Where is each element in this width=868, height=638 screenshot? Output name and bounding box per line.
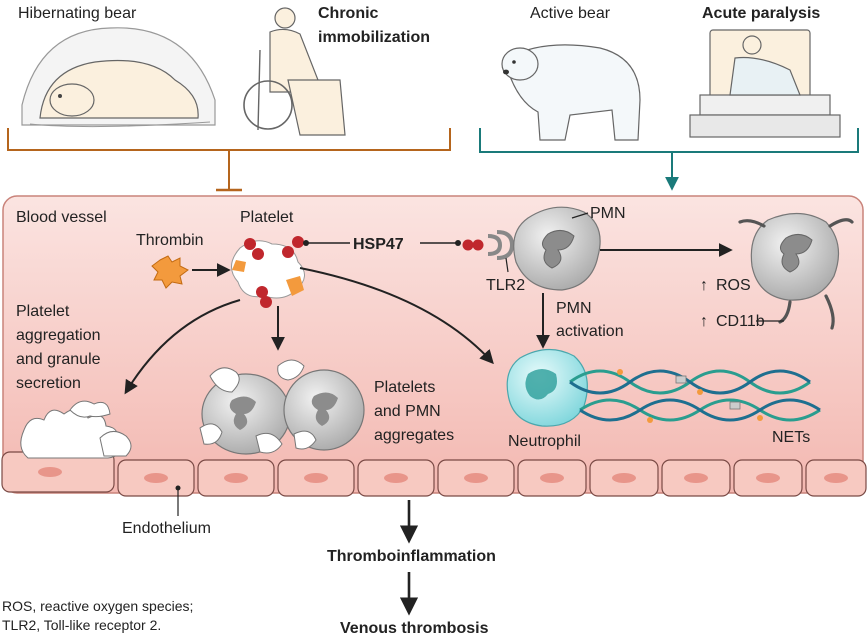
endothelium-label: Endothelium: [122, 520, 211, 537]
activate-bracket: [479, 128, 859, 153]
aggregation-label-1: Platelet: [16, 303, 70, 320]
footnote-line-1: ROS, reactive oxygen species;: [2, 598, 194, 614]
pmn-label: PMN: [590, 205, 626, 222]
activated-pmn-cell: [738, 212, 854, 330]
aggregates-label-3: aggregates: [374, 427, 454, 444]
blood-vessel-label: Blood vessel: [16, 209, 107, 226]
hsp47-label: HSP47: [353, 236, 404, 253]
nets-dna-strands: [569, 369, 821, 423]
pmn-pointer: [571, 212, 589, 219]
venous-thrombosis-label: Venous thrombosis: [340, 620, 489, 637]
tlr2-receptor-icon: [462, 230, 515, 260]
active-bear-illustration: [501, 44, 641, 141]
platelet-pmn-aggregate: [199, 359, 365, 455]
wheelchair-patient-illustration: [243, 7, 346, 136]
nets-label: NETs: [772, 429, 810, 446]
hospital-bed-illustration: [689, 29, 841, 138]
neutrophil-label: Neutrophil: [508, 433, 581, 450]
ros-up-arrow: ↑: [700, 277, 708, 294]
chronic-immobilization-label-1: Chronic: [318, 5, 379, 22]
aggregation-label-4: secretion: [16, 375, 81, 392]
cd11b-label: CD11b: [716, 313, 765, 330]
pmn-cell: [513, 206, 601, 291]
footnote: ROS, reactive oxygen species; TLR2, Toll…: [2, 597, 193, 635]
endothelium-pointer-dot: [175, 485, 181, 491]
endothelium-layer: [1, 451, 867, 497]
blood-vessel: [2, 195, 864, 494]
chronic-immobilization-label-2: immobilization: [318, 29, 430, 46]
aggregation-label-2: aggregation: [16, 327, 101, 344]
cd11b-up-arrow: ↑: [700, 313, 708, 330]
active-bear-label: Active bear: [530, 5, 611, 22]
nets-arrow: [299, 267, 494, 365]
thromboinflammation-label: Thromboinflammation: [327, 548, 496, 565]
hibernating-bear-illustration: [21, 27, 216, 128]
aggregates-label-1: Platelets: [374, 379, 435, 396]
aggregates-label-2: and PMN: [374, 403, 441, 420]
platelet-label: Platelet: [240, 209, 294, 226]
aggregation-label-3: and granule: [16, 351, 101, 368]
pmn-activation-label-1: PMN: [556, 300, 592, 317]
tlr2-label: TLR2: [486, 277, 525, 294]
hibernating-bear-label: Hibernating bear: [18, 5, 137, 22]
platelet-aggregate: [20, 400, 132, 459]
ros-label: ROS: [716, 277, 751, 294]
activated-platelet: [231, 236, 305, 308]
hsp47-right-dot: [455, 240, 461, 246]
aggregation-arrow: [124, 299, 241, 395]
thrombin-icon: [151, 255, 189, 289]
tlr2-pointer: [505, 257, 509, 273]
acute-paralysis-label: Acute paralysis: [702, 5, 820, 22]
pmn-activation-label-2: activation: [556, 323, 624, 340]
neutrophil-cell: [506, 348, 588, 427]
hsp47-left-dot: [303, 240, 309, 246]
footnote-line-2: TLR2, Toll-like receptor 2.: [2, 617, 162, 633]
thrombin-label: Thrombin: [136, 232, 204, 249]
inhibit-bracket: [7, 128, 451, 151]
